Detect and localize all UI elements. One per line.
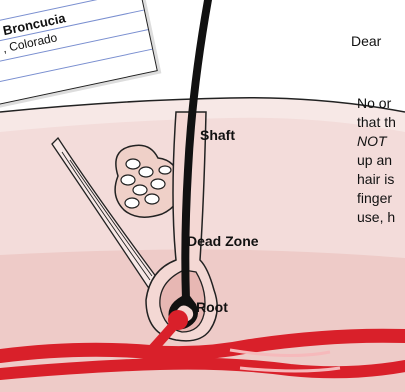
label-shaft: Shaft (200, 127, 235, 143)
letter-greeting: Dear (351, 33, 381, 49)
letter-line: NOT (357, 133, 387, 149)
label-dead-zone: Dead Zone (187, 233, 259, 249)
label-root: Root (196, 299, 228, 315)
letter-line: use, h (357, 209, 395, 225)
letter-line: finger (357, 190, 392, 206)
letter-line: hair is (357, 171, 394, 187)
letter-line: up an (357, 152, 392, 168)
letter-line: No or (357, 95, 391, 111)
letter-line: that th (357, 114, 396, 130)
